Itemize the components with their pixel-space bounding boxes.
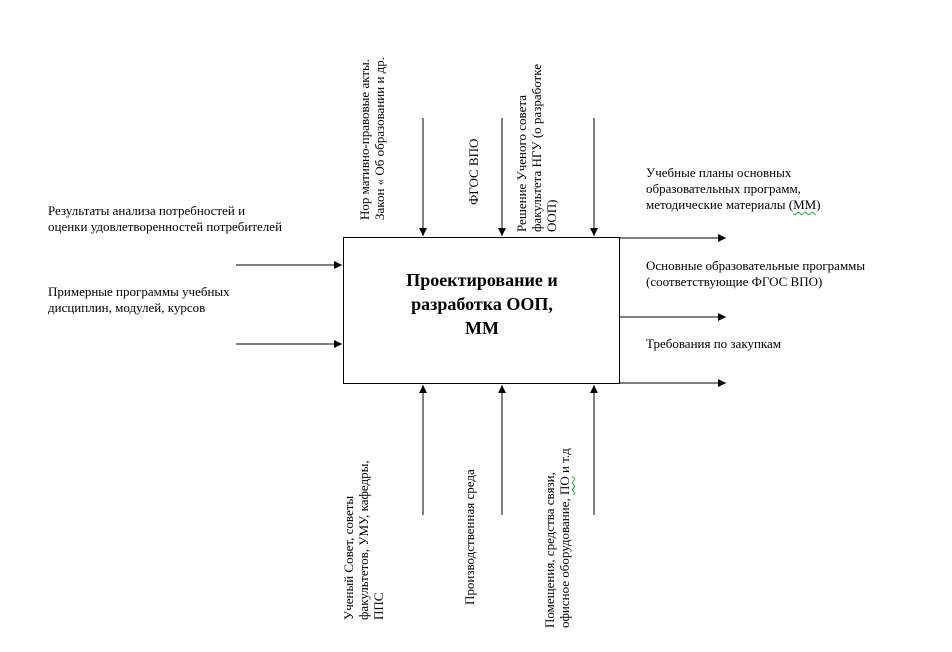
mechanism-label-1-line-3: ППС [371,592,386,620]
input-label-1: Результаты анализа потребностей и оценки… [48,203,282,235]
input-label-2-line-1: Примерные программы учебных [48,284,230,299]
mechanism-label-3-line-1: Помещения, средства связи, [542,472,557,628]
mechanism-label-3-line-2-prefix: офисное оборудование, [557,495,572,628]
output-label-1-line-1: Учебные планы основных [646,165,792,180]
output-label-3-line-1: Требования по закупкам [646,336,782,351]
output-label-1-line-3-mark: ММ [793,197,817,212]
mechanism-label-1: Ученый Совет, советы факультетов, УМУ, к… [341,460,386,620]
mechanism-label-3-line-2-mark: ПО [557,476,572,496]
output-label-2-line-1: Основные образовательные программы [646,258,866,273]
control-label-1-line-1: Нор мативно-правовые акты. [357,58,372,220]
mechanism-label-3-line-2: офисное оборудование, ПО и т.д [557,448,572,628]
input-label-1-line-1: Результаты анализа потребностей и [48,203,246,218]
process-box [343,237,620,384]
control-label-3-line-1: Решение Ученого совета [514,95,529,232]
output-label-1: Учебные планы основных образовательных п… [646,165,821,213]
output-label-1-line-3-prefix: методические материалы ( [646,197,794,212]
input-label-2: Примерные программы учебных дисциплин, м… [48,284,230,316]
mechanism-label-1-line-1: Ученый Совет, советы [341,495,356,620]
control-label-2: ФГОС ВПО [466,139,481,205]
control-label-1-line-2: Закон « Об образовании и др. [372,56,387,220]
output-label-1-line-2: образовательных программ, [646,181,801,196]
process-title-line-1: Проектирование и [406,270,558,290]
control-label-3: Решение Ученого совета факультета НГУ (о… [514,64,559,232]
output-label-1-line-3: методические материалы (ММ) [646,197,821,213]
control-label-3-line-3: ООП) [544,199,559,233]
output-label-2-line-2: (соответствующие ФГОС ВПО) [646,274,823,289]
mechanism-label-3: Помещения, средства связи, офисное обору… [542,448,572,628]
mechanism-label-2-line-1: Производственная среда [462,469,477,605]
output-label-1-line-3-suffix: ) [816,197,821,212]
control-label-1: Нор мативно-правовые акты. Закон « Об об… [357,57,387,220]
mechanism-label-3-line-2-suffix: и т.д [557,448,572,477]
mechanism-label-1-line-2: факультетов, УМУ, кафедры, [356,460,371,620]
input-label-2-line-2: дисциплин, модулей, курсов [48,300,206,315]
mechanism-label-2: Производственная среда [462,469,477,605]
control-label-2-line-1: ФГОС ВПО [466,138,481,205]
control-label-3-line-2: факультета НГУ (о разработке [529,64,544,232]
input-label-1-line-2: оценки удовлетворенностей потребителей [48,219,283,234]
output-label-3: Требования по закупкам [646,336,781,352]
process-title: Проектирование и разработка ООП, ММ [344,268,620,340]
process-title-line-2: разработка ООП, [411,294,553,314]
output-label-2: Основные образовательные программы (соот… [646,258,865,290]
process-title-line-3: ММ [465,318,499,338]
